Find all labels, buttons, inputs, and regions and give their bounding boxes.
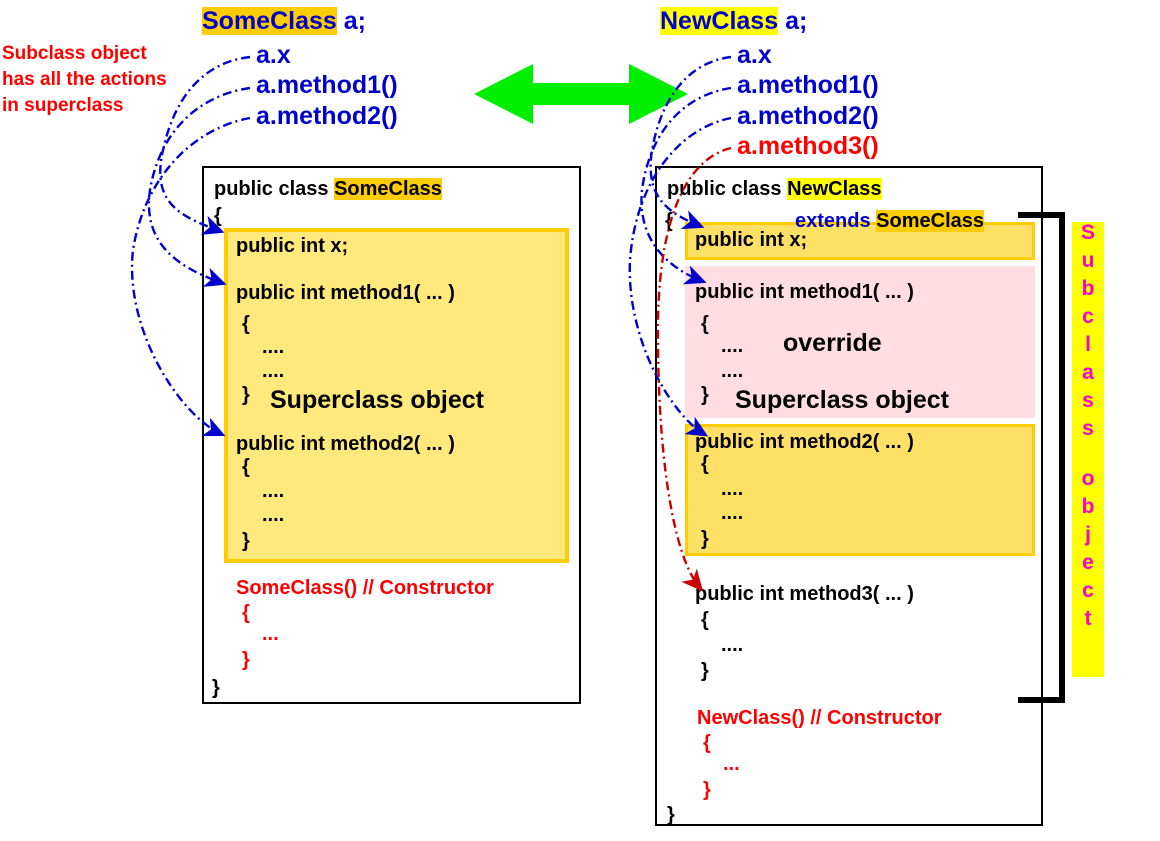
newclass-method2-signature: public int method2( ... ): [695, 431, 914, 453]
newclass-override-band: [685, 266, 1035, 418]
someclass-constructor-signature: SomeClass() // Constructor: [236, 577, 494, 599]
right-declaration-line: NewClass a;: [660, 7, 808, 35]
newclass-header-prefix: public class: [667, 178, 788, 200]
newclass-header-name: NewClass: [787, 178, 882, 200]
right-decl-class-name: NewClass: [660, 7, 779, 35]
someclass-box: public class SomeClass { public int x; p…: [202, 166, 581, 704]
newclass-method1-signature: public int method1( ... ): [695, 281, 914, 303]
note-line-2: has all the actions: [2, 69, 167, 90]
left-decl-class-name: SomeClass: [202, 7, 337, 35]
vert-letter-1: u: [1081, 249, 1095, 272]
vert-letter-7: s: [1082, 417, 1094, 440]
newclass-method1-body-2: ....: [721, 360, 744, 382]
subclass-object-vertical-label: S u b c l a s s o b j e c t: [1072, 222, 1104, 677]
someclass-header: public class SomeClass: [214, 178, 442, 201]
note-line-1: Subclass object: [2, 43, 147, 64]
vert-letter-0: S: [1080, 221, 1095, 244]
vert-letter-4: l: [1085, 333, 1091, 356]
newclass-extends-keyword: extends: [795, 210, 871, 232]
someclass-method2-open: {: [242, 456, 250, 478]
someclass-constructor-open: {: [242, 602, 250, 624]
someclass-close-brace: }: [212, 677, 220, 699]
someclass-method1-open: {: [242, 313, 250, 335]
newclass-field: public int x;: [695, 229, 808, 251]
left-decl-member-0: a.x: [256, 41, 291, 69]
someclass-method2-body-1: ....: [262, 480, 285, 502]
vert-letter-14: t: [1084, 607, 1092, 630]
someclass-method1-body-1: ....: [262, 336, 285, 358]
right-decl-member-1: a.method1(): [737, 71, 879, 99]
right-decl-member-0: a.x: [737, 41, 772, 69]
newclass-open-brace: {: [665, 210, 673, 232]
newclass-superclass-object-label: Superclass object: [735, 386, 949, 414]
vert-letter-2: b: [1081, 277, 1095, 300]
newclass-method1-close: }: [701, 384, 709, 406]
newclass-method1-open: {: [701, 313, 709, 335]
newclass-constructor-body: ...: [723, 753, 740, 775]
newclass-constructor-close: }: [703, 779, 711, 801]
newclass-method3-close: }: [701, 660, 709, 682]
left-decl-member-1: a.method1(): [256, 71, 398, 99]
vert-letter-11: j: [1085, 523, 1091, 546]
newclass-method3-open: {: [701, 609, 709, 631]
newclass-method2-body-2: ....: [721, 502, 744, 524]
right-decl-variable: a;: [778, 7, 808, 35]
vert-letter-10: b: [1081, 495, 1095, 518]
double-headed-arrow-icon: [474, 64, 688, 124]
vert-letter-space: [1072, 446, 1104, 468]
newclass-method3-body-1: ....: [721, 634, 744, 656]
left-declaration-line: SomeClass a;: [202, 7, 366, 35]
someclass-constructor-close: }: [242, 649, 250, 671]
someclass-method1-body-2: ....: [262, 360, 285, 382]
vert-letter-13: c: [1082, 579, 1094, 602]
vert-letter-3: c: [1082, 305, 1094, 328]
newclass-header: public class NewClass: [667, 178, 882, 201]
someclass-method2-close: }: [242, 530, 250, 552]
newclass-constructor-open: {: [703, 732, 711, 754]
someclass-superclass-band: [224, 228, 569, 563]
newclass-override-label: override: [783, 329, 882, 357]
newclass-extends-superclass-name: SomeClass: [876, 210, 984, 232]
left-decl-variable: a;: [336, 7, 366, 35]
someclass-method2-body-2: ....: [262, 504, 285, 526]
someclass-superclass-object-label: Superclass object: [270, 386, 484, 414]
newclass-method2-body-1: ....: [721, 478, 744, 500]
someclass-method1-signature: public int method1( ... ): [236, 282, 455, 304]
someclass-header-name: SomeClass: [334, 178, 442, 200]
newclass-box: public class NewClass extends SomeClass …: [655, 166, 1043, 826]
vert-letter-12: e: [1082, 551, 1094, 574]
someclass-open-brace: {: [214, 205, 222, 227]
newclass-method3-signature: public int method3( ... ): [695, 583, 914, 605]
newclass-method1-body-1: ....: [721, 335, 744, 357]
someclass-field: public int x;: [236, 235, 349, 257]
someclass-header-prefix: public class: [214, 178, 335, 200]
someclass-method1-close: }: [242, 384, 250, 406]
newclass-constructor-signature: NewClass() // Constructor: [697, 707, 942, 729]
vert-letter-6: s: [1082, 389, 1094, 412]
newclass-close-brace: }: [667, 804, 675, 826]
vert-letter-9: o: [1081, 467, 1095, 490]
someclass-method2-signature: public int method2( ... ): [236, 433, 455, 455]
newclass-extends-line: extends SomeClass: [795, 210, 984, 233]
right-decl-member-2: a.method2(): [737, 102, 879, 130]
note-line-3: in superclass: [2, 95, 124, 116]
left-decl-member-2: a.method2(): [256, 102, 398, 130]
right-decl-member-new: a.method3(): [737, 132, 879, 160]
vert-letter-5: a: [1082, 361, 1094, 384]
newclass-method2-close: }: [701, 528, 709, 550]
newclass-method2-open: {: [701, 453, 709, 475]
someclass-constructor-body: ...: [262, 623, 279, 645]
newclass-method2-band: [685, 424, 1035, 556]
